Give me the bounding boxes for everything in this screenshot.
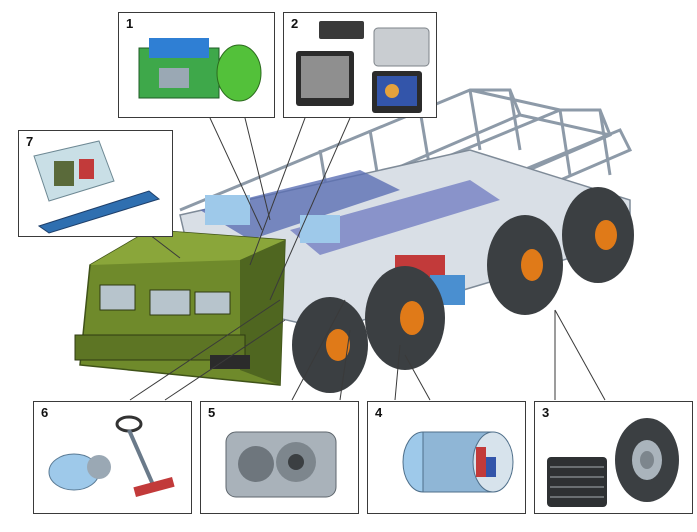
callout-5-gearbox: 5 — [200, 401, 359, 514]
cab-interior-illustration — [33, 140, 161, 234]
gearbox-illustration — [225, 431, 337, 498]
callout-3-tires: 3 — [534, 401, 693, 514]
displays-illustration — [296, 21, 430, 113]
callout-7-cab-interior: 7 — [18, 130, 173, 237]
callout-number: 5 — [208, 405, 216, 420]
callout-2-displays: 2 — [283, 12, 437, 118]
callout-4-electric-motor: 4 — [367, 401, 526, 514]
engine-illustration — [138, 38, 262, 102]
tires-illustration — [547, 418, 679, 507]
leader-lines — [129, 117, 606, 401]
callout-number: 4 — [375, 405, 383, 420]
callout-number: 6 — [41, 405, 49, 420]
callout-1-engine: 1 — [118, 12, 275, 118]
electric-motor-illustration — [402, 431, 514, 493]
steering-illustration — [48, 415, 175, 498]
wheel-3 — [487, 215, 563, 315]
callout-number: 2 — [291, 16, 299, 31]
callout-number: 3 — [542, 405, 550, 420]
wheel-1 — [292, 297, 368, 393]
wheels — [292, 187, 634, 393]
callout-number: 7 — [26, 134, 34, 149]
cab — [74, 229, 286, 386]
wheel-4 — [562, 187, 634, 283]
callout-6-steering: 6 — [33, 401, 192, 514]
wheel-2 — [365, 266, 445, 370]
callout-number: 1 — [126, 16, 134, 31]
